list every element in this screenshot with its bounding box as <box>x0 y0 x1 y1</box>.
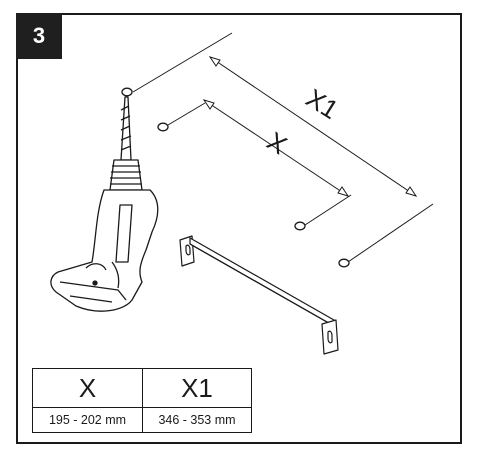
dimensions-table: X X1 195 - 202 mm 346 - 353 mm <box>32 368 252 433</box>
dimensions-value-row: 195 - 202 mm 346 - 353 mm <box>32 407 252 433</box>
dimension-header-x: X <box>32 368 143 408</box>
drill-icon <box>50 96 159 312</box>
hole-x-top <box>157 122 169 132</box>
dimension-value-x: 195 - 202 mm <box>32 407 143 433</box>
hole-x-bottom <box>294 221 306 231</box>
hole-x1-top <box>121 87 133 97</box>
hole-x1-bottom <box>338 258 350 268</box>
step-number: 3 <box>32 23 46 48</box>
x-dimension-arrow <box>202 99 350 197</box>
x-hole-guides <box>167 102 352 226</box>
dimension-value-x1: 346 - 353 mm <box>142 407 252 433</box>
step-number-badge: 3 <box>16 13 62 59</box>
x-dimension-label: X <box>262 126 293 161</box>
mounting-holes <box>121 87 350 268</box>
x1-dimension-label: X1 <box>301 83 344 125</box>
dimension-header-x1: X1 <box>142 368 252 408</box>
wall-bracket-icon <box>179 235 339 355</box>
x1-hole-guides <box>132 32 434 263</box>
x1-dimension-arrow <box>208 56 418 197</box>
dimensions-header-row: X X1 <box>32 368 252 408</box>
